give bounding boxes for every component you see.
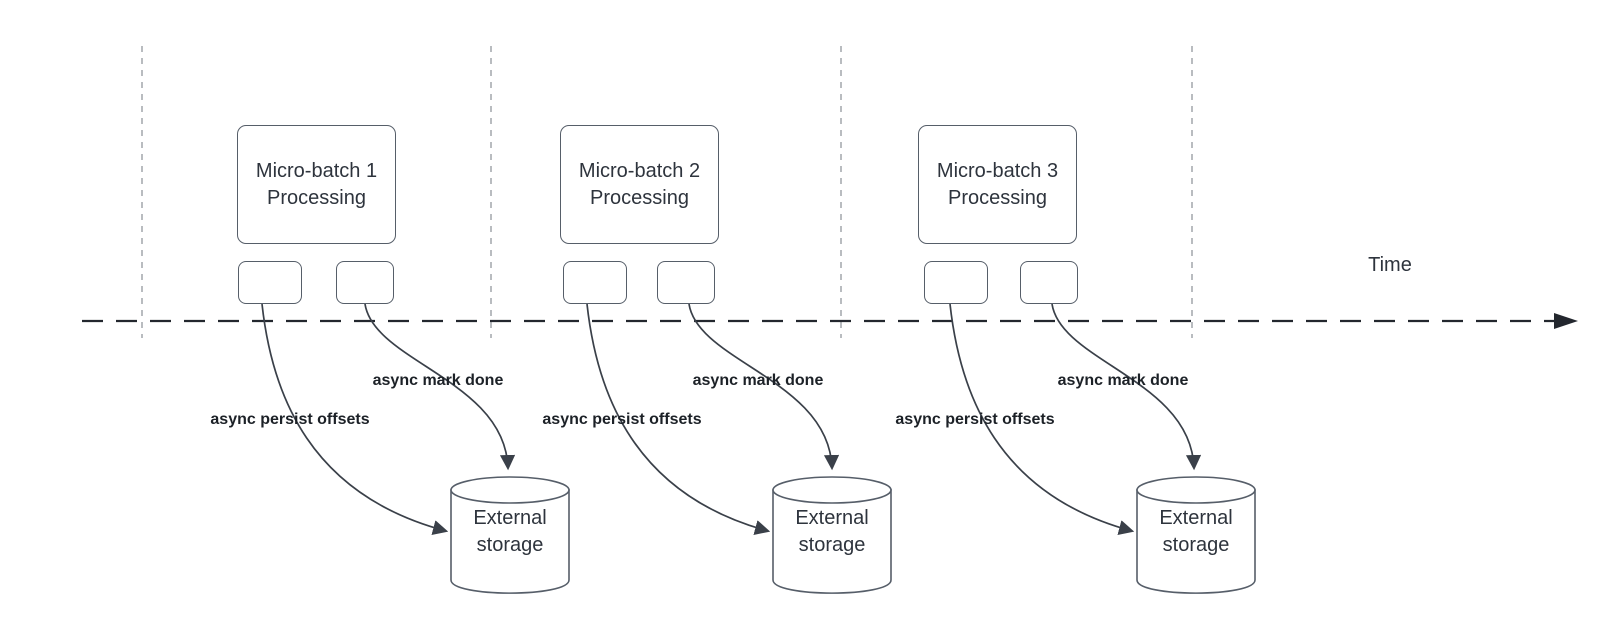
- time-axis-label: Time: [1368, 254, 1412, 276]
- mark-done-arrow-3: [1051, 303, 1202, 471]
- external-storage-cylinder-body-2: [772, 489, 892, 594]
- time-axis-arrowhead-icon: [1554, 313, 1578, 329]
- external-storage-cylinder-top-2: [772, 476, 892, 504]
- external-storage-cylinder-body-1: [450, 489, 570, 594]
- persist-offsets-arrow-2: [586, 303, 771, 535]
- mark-done-arrow-1: [364, 303, 516, 471]
- external-storage-cylinder-top-1: [450, 476, 570, 504]
- mark-done-arrow-2: [688, 303, 840, 471]
- external-storage-cylinder-body-3: [1136, 489, 1256, 594]
- persist-offsets-arrow-3: [949, 303, 1135, 536]
- external-storage-cylinder-top-3: [1136, 476, 1256, 504]
- persist-offsets-arrow-1: [261, 303, 449, 536]
